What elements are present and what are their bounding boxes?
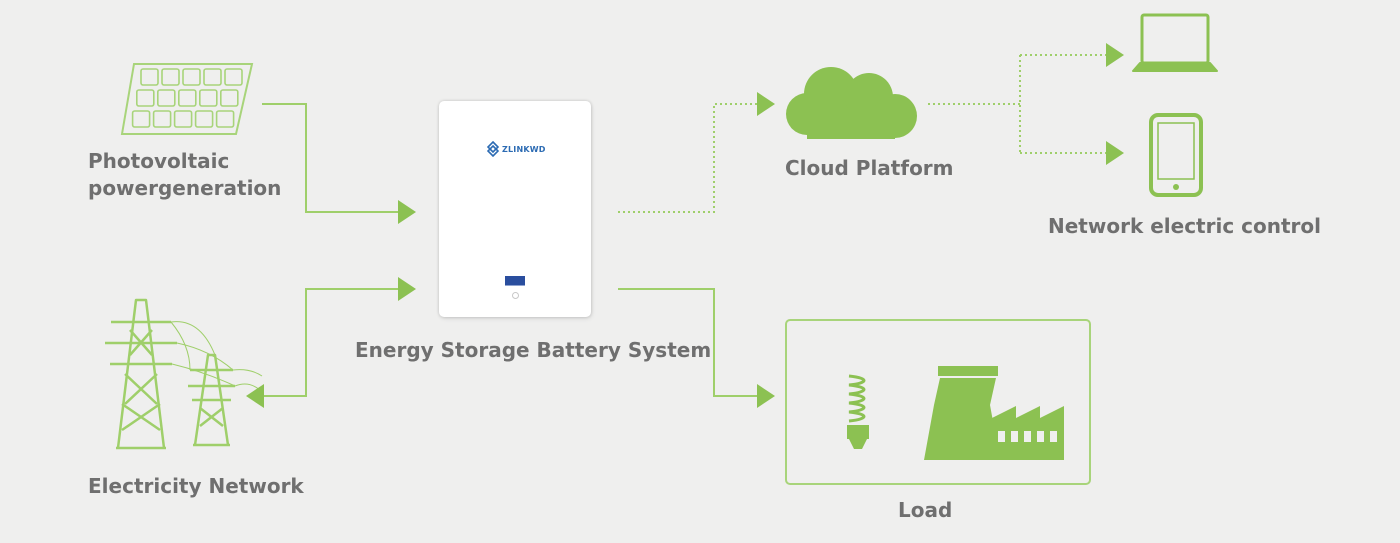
load-frame bbox=[785, 319, 1091, 485]
solar-cell bbox=[194, 110, 214, 128]
solar-cell bbox=[131, 110, 151, 128]
brand-mark-icon bbox=[487, 141, 499, 157]
solar-cell bbox=[199, 89, 218, 107]
flow-solar-to-battery bbox=[262, 103, 416, 224]
battery-system-label: Energy Storage Battery System bbox=[355, 338, 712, 362]
brand-name: ZLINKWD bbox=[502, 144, 546, 154]
transmission-tower-icon bbox=[105, 298, 263, 450]
solar-cell bbox=[157, 89, 176, 107]
cloud-icon bbox=[786, 67, 917, 139]
solar-panel-cells bbox=[131, 68, 243, 128]
flow-grid-battery-bidirectional bbox=[246, 277, 416, 408]
solar-panel-icon bbox=[120, 63, 254, 135]
cloud-platform-label: Cloud Platform bbox=[785, 156, 954, 180]
flow-battery-to-load bbox=[618, 288, 775, 408]
laptop-icon bbox=[1132, 13, 1218, 72]
lightbulb-icon bbox=[847, 374, 869, 449]
solar-cell bbox=[215, 110, 235, 128]
power-button-icon bbox=[512, 292, 519, 299]
photovoltaic-label-line2: powergeneration bbox=[88, 176, 282, 200]
brand-logo: ZLINKWD bbox=[487, 141, 546, 157]
flow-cloud-to-devices bbox=[928, 43, 1124, 165]
battery-unit-icon: ZLINKWD bbox=[439, 101, 591, 317]
solar-cell bbox=[152, 110, 172, 128]
solar-cell bbox=[178, 89, 197, 107]
factory-icon bbox=[924, 366, 1064, 460]
solar-cell bbox=[161, 68, 180, 86]
solar-cell bbox=[182, 68, 201, 86]
electricity-network-label: Electricity Network bbox=[88, 474, 304, 498]
solar-cell bbox=[140, 68, 159, 86]
photovoltaic-label-line1: Photovoltaic bbox=[88, 149, 230, 173]
load-label: Load bbox=[898, 498, 953, 522]
solar-cell bbox=[136, 89, 155, 107]
battery-display-screen bbox=[505, 274, 525, 286]
solar-cell bbox=[203, 68, 222, 86]
factory-windows bbox=[998, 431, 1057, 442]
photovoltaic-label: Photovoltaic powergeneration bbox=[88, 148, 281, 202]
network-control-label: Network electric control bbox=[1048, 214, 1321, 238]
solar-cell bbox=[220, 89, 239, 107]
solar-cell bbox=[224, 68, 243, 86]
flow-battery-to-cloud bbox=[618, 92, 775, 213]
solar-cell bbox=[173, 110, 193, 128]
smartphone-icon bbox=[1149, 113, 1203, 197]
